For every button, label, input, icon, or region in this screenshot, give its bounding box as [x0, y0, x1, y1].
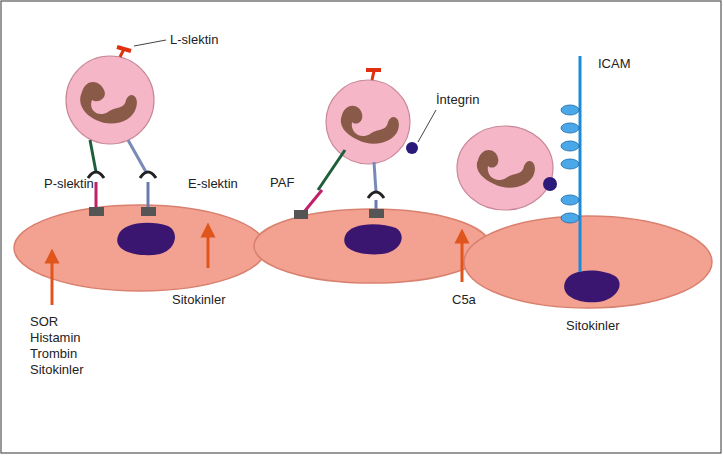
stimulus-arrow [51, 256, 54, 305]
label: ICAM [598, 56, 631, 71]
label: C5a [452, 292, 476, 307]
leader-line [418, 110, 436, 142]
ligand-head [140, 172, 156, 178]
leader-line [134, 40, 166, 46]
label: E-slektin [188, 176, 238, 191]
integrin [543, 177, 557, 191]
l-selectin [366, 68, 381, 72]
l-selectin [117, 47, 131, 51]
selectin-ligand [128, 140, 146, 172]
label: Sitokinler [172, 292, 225, 307]
leukocyte-nucleus [80, 82, 535, 188]
label: Histamin [30, 330, 81, 345]
label: Sitokinler [30, 362, 83, 377]
label: SOR [30, 314, 58, 329]
selectin-ligand [90, 140, 96, 172]
selectin-ligand [318, 150, 345, 190]
nucleus [344, 224, 401, 254]
stimulus-arrow [207, 230, 210, 268]
e-selectin [375, 200, 378, 210]
selectin-anchor [369, 209, 384, 218]
leukocyte [66, 56, 154, 144]
leukocyte [457, 126, 553, 210]
paf-receptor [304, 190, 322, 212]
l-selectin [372, 71, 374, 80]
nucleus [564, 271, 619, 303]
endothelial-cell [464, 216, 712, 308]
p-selectin [95, 182, 98, 208]
selectin-anchor [141, 207, 156, 216]
label: PAF [270, 175, 294, 190]
integrin [406, 142, 418, 154]
selectin-anchor [89, 207, 104, 216]
e-selectin [147, 182, 150, 208]
label: Sitokinler [566, 318, 619, 333]
ligand-head [368, 192, 384, 198]
label: İntegrin [436, 92, 479, 107]
icam-domain [561, 105, 579, 223]
nucleus [117, 223, 175, 255]
label: Trombin [30, 346, 77, 361]
selectin-ligand [374, 162, 376, 192]
paf-anchor [294, 210, 308, 219]
leukocyte [326, 80, 410, 164]
label: P-slektin [44, 176, 94, 191]
stimulus-arrow [461, 236, 464, 282]
endothelial-cell [254, 209, 490, 283]
label: L-slektin [170, 32, 218, 47]
